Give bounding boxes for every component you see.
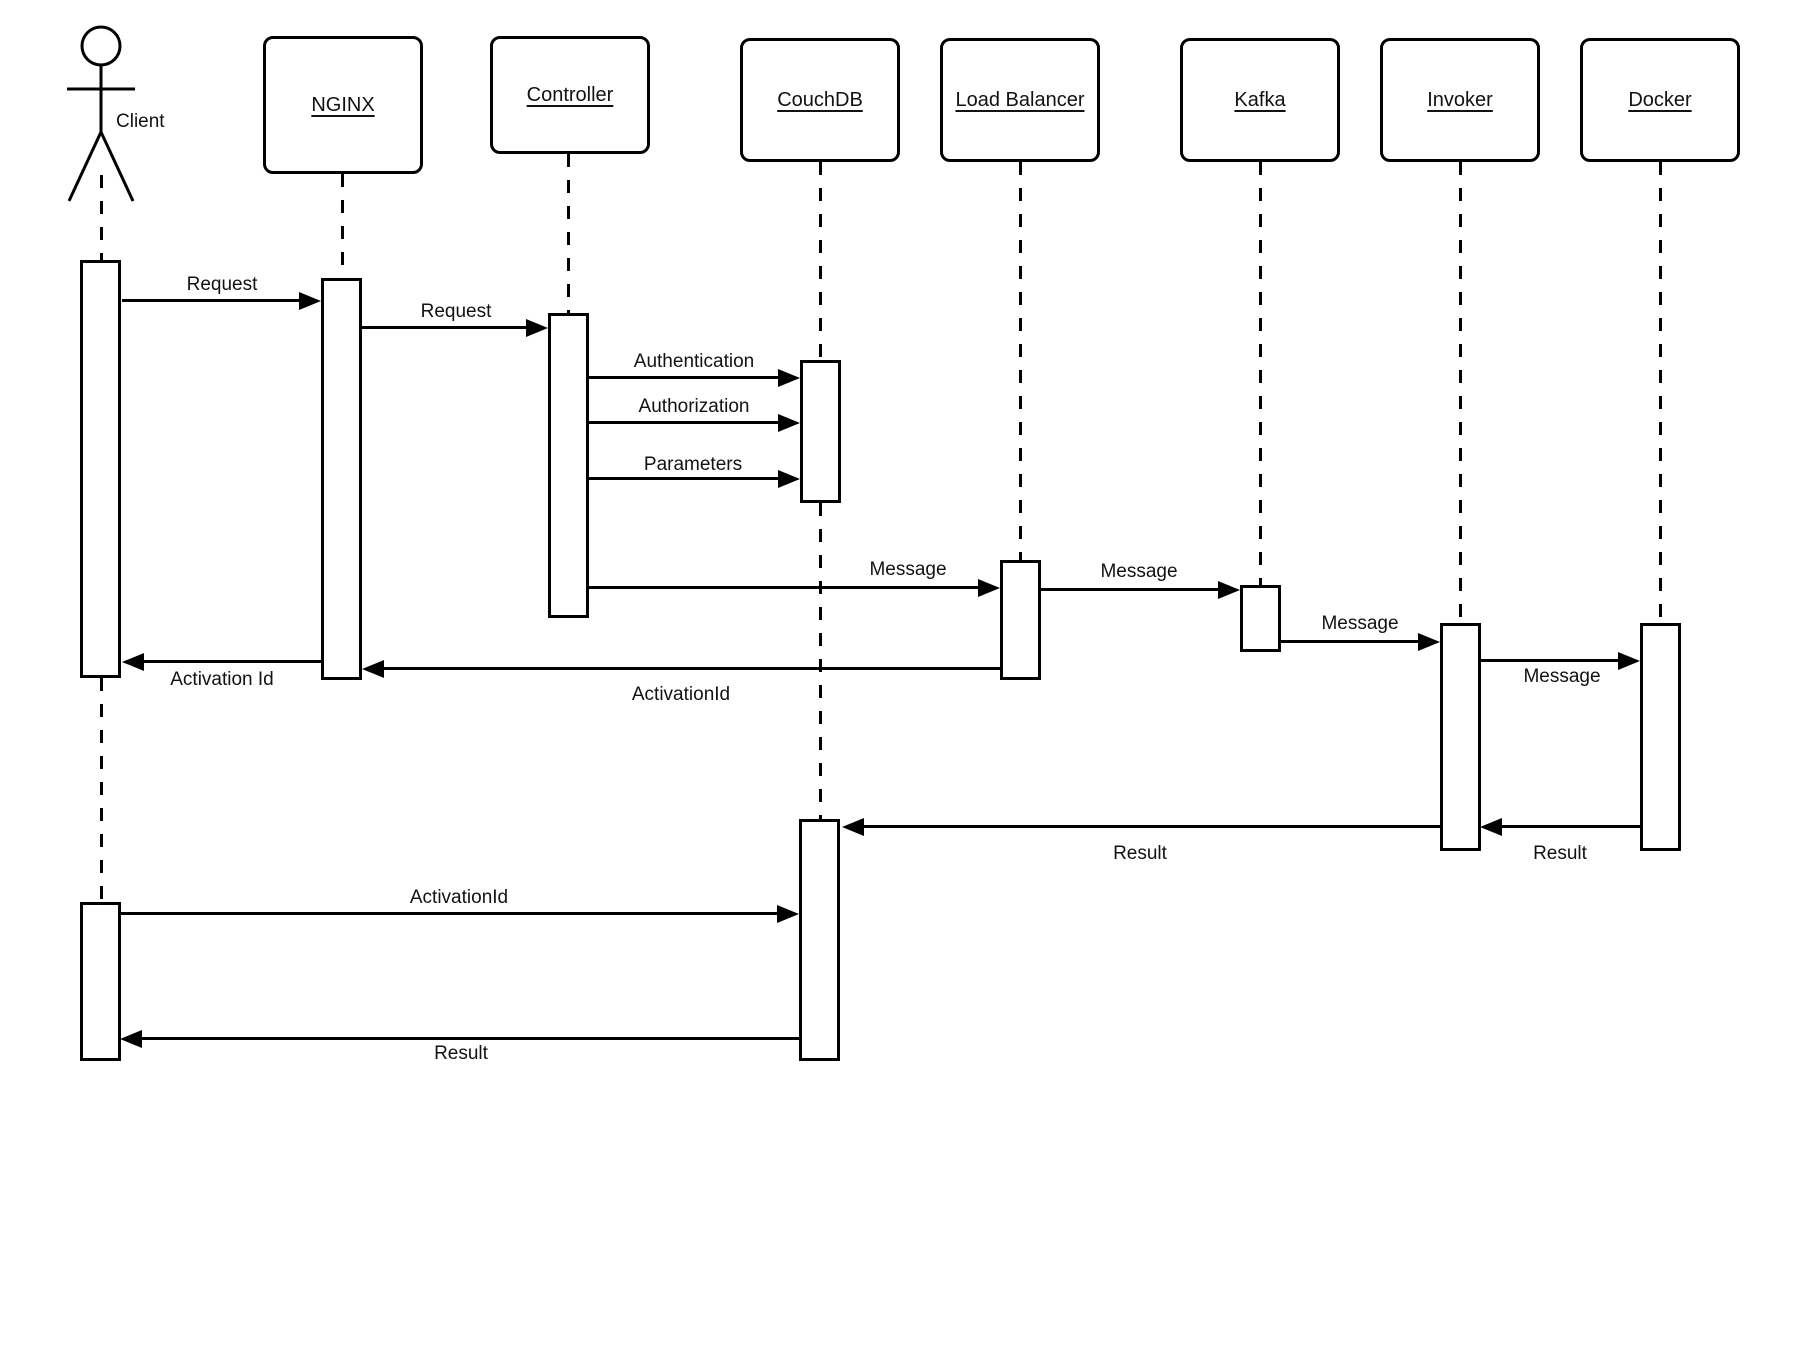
message-line-request-0 <box>122 299 300 302</box>
message-line-authorization-3 <box>588 421 779 424</box>
message-label-6: Message <box>1100 561 1178 582</box>
message-label-1: Request <box>420 301 492 322</box>
arrowhead-left-icon-11 <box>1480 818 1502 836</box>
message-label-10: Activation Id <box>170 669 274 690</box>
stick-figure-icon <box>67 25 135 202</box>
participant-box-invoker: Invoker <box>1380 38 1540 162</box>
arrowhead-right-icon-2 <box>778 369 800 387</box>
arrowhead-right-icon-13 <box>777 905 799 923</box>
participant-box-controller: Controller <box>490 36 650 154</box>
message-label-12: Result <box>1113 843 1167 864</box>
lifeline-invoker <box>1459 162 1462 623</box>
lifeline-controller <box>567 154 570 313</box>
message-line-activationid-9 <box>383 667 1000 670</box>
arrowhead-right-icon-6 <box>1218 581 1240 599</box>
actor-figure <box>59 22 143 212</box>
arrowhead-left-icon-12 <box>842 818 864 836</box>
activation-bar-invoker-8 <box>1440 623 1481 851</box>
lifeline-couchdb <box>819 162 822 360</box>
activation-bar-couchdb-4 <box>800 360 841 503</box>
message-line-result-11 <box>1501 825 1640 828</box>
message-line-activationid-13 <box>120 912 778 915</box>
participant-label-controller: Controller <box>526 83 614 106</box>
arrowhead-left-icon-10 <box>122 653 144 671</box>
participant-label-docker: Docker <box>1628 88 1692 111</box>
arrowhead-left-icon-14 <box>120 1030 142 1048</box>
arrowhead-right-icon-0 <box>299 292 321 310</box>
message-label-7: Message <box>1321 613 1399 634</box>
participant-box-couchdb: CouchDB <box>740 38 900 162</box>
participant-box-nginx: NGINX <box>263 36 423 174</box>
activation-bar-client-1 <box>80 902 121 1061</box>
participant-box-loadbalancer: Load Balancer <box>940 38 1100 162</box>
message-label-0: Request <box>186 274 258 295</box>
activation-bar-docker-9 <box>1640 623 1681 851</box>
arrowhead-right-icon-8 <box>1618 652 1640 670</box>
message-line-message-7 <box>1280 640 1419 643</box>
message-line-result-12 <box>863 825 1440 828</box>
message-line-message-6 <box>1040 588 1219 591</box>
activation-bar-client-0 <box>80 260 121 678</box>
participant-label-client: Client <box>116 111 165 132</box>
activation-bar-controller-3 <box>548 313 589 618</box>
message-line-parameters-4 <box>588 477 779 480</box>
participant-label-kafka: Kafka <box>1234 88 1286 111</box>
activation-bar-nginx-2 <box>321 278 362 680</box>
lifeline-client <box>100 175 103 260</box>
lifeline-nginx <box>341 174 344 278</box>
message-label-2: Authentication <box>633 351 755 372</box>
arrowhead-right-icon-7 <box>1418 633 1440 651</box>
arrowhead-right-icon-3 <box>778 414 800 432</box>
participant-label-couchdb: CouchDB <box>777 88 863 111</box>
activation-bar-couchdb-5 <box>799 819 840 1061</box>
message-line-result-14 <box>141 1037 799 1040</box>
message-label-3: Authorization <box>638 396 750 417</box>
arrowhead-right-icon-5 <box>978 579 1000 597</box>
message-line-request-1 <box>362 326 527 329</box>
participant-label-invoker: Invoker <box>1427 88 1493 111</box>
message-line-authentication-2 <box>588 376 779 379</box>
participant-box-docker: Docker <box>1580 38 1740 162</box>
lifeline-client-1 <box>100 678 103 902</box>
lifeline-kafka <box>1259 162 1262 585</box>
message-line-message-8 <box>1480 659 1619 662</box>
message-label-14: Result <box>434 1043 488 1064</box>
lifeline-couchdb-1 <box>819 503 822 819</box>
participant-label-loadbalancer: Load Balancer <box>955 88 1085 111</box>
message-line-message-5 <box>588 586 979 589</box>
message-label-9: ActivationId <box>631 684 731 705</box>
activation-bar-loadbalancer-6 <box>1000 560 1041 680</box>
activation-bar-kafka-7 <box>1240 585 1281 652</box>
arrowhead-right-icon-4 <box>778 470 800 488</box>
message-label-11: Result <box>1533 843 1587 864</box>
lifeline-docker <box>1659 162 1662 623</box>
participant-label-nginx: NGINX <box>311 93 375 116</box>
participant-box-kafka: Kafka <box>1180 38 1340 162</box>
arrowhead-left-icon-9 <box>362 660 384 678</box>
message-label-5: Message <box>869 559 947 580</box>
message-line-activation-id-10 <box>143 660 321 663</box>
message-label-8: Message <box>1523 666 1601 687</box>
lifeline-loadbalancer <box>1019 162 1022 560</box>
arrowhead-right-icon-1 <box>526 319 548 337</box>
message-label-4: Parameters <box>643 454 743 475</box>
message-label-13: ActivationId <box>409 887 509 908</box>
